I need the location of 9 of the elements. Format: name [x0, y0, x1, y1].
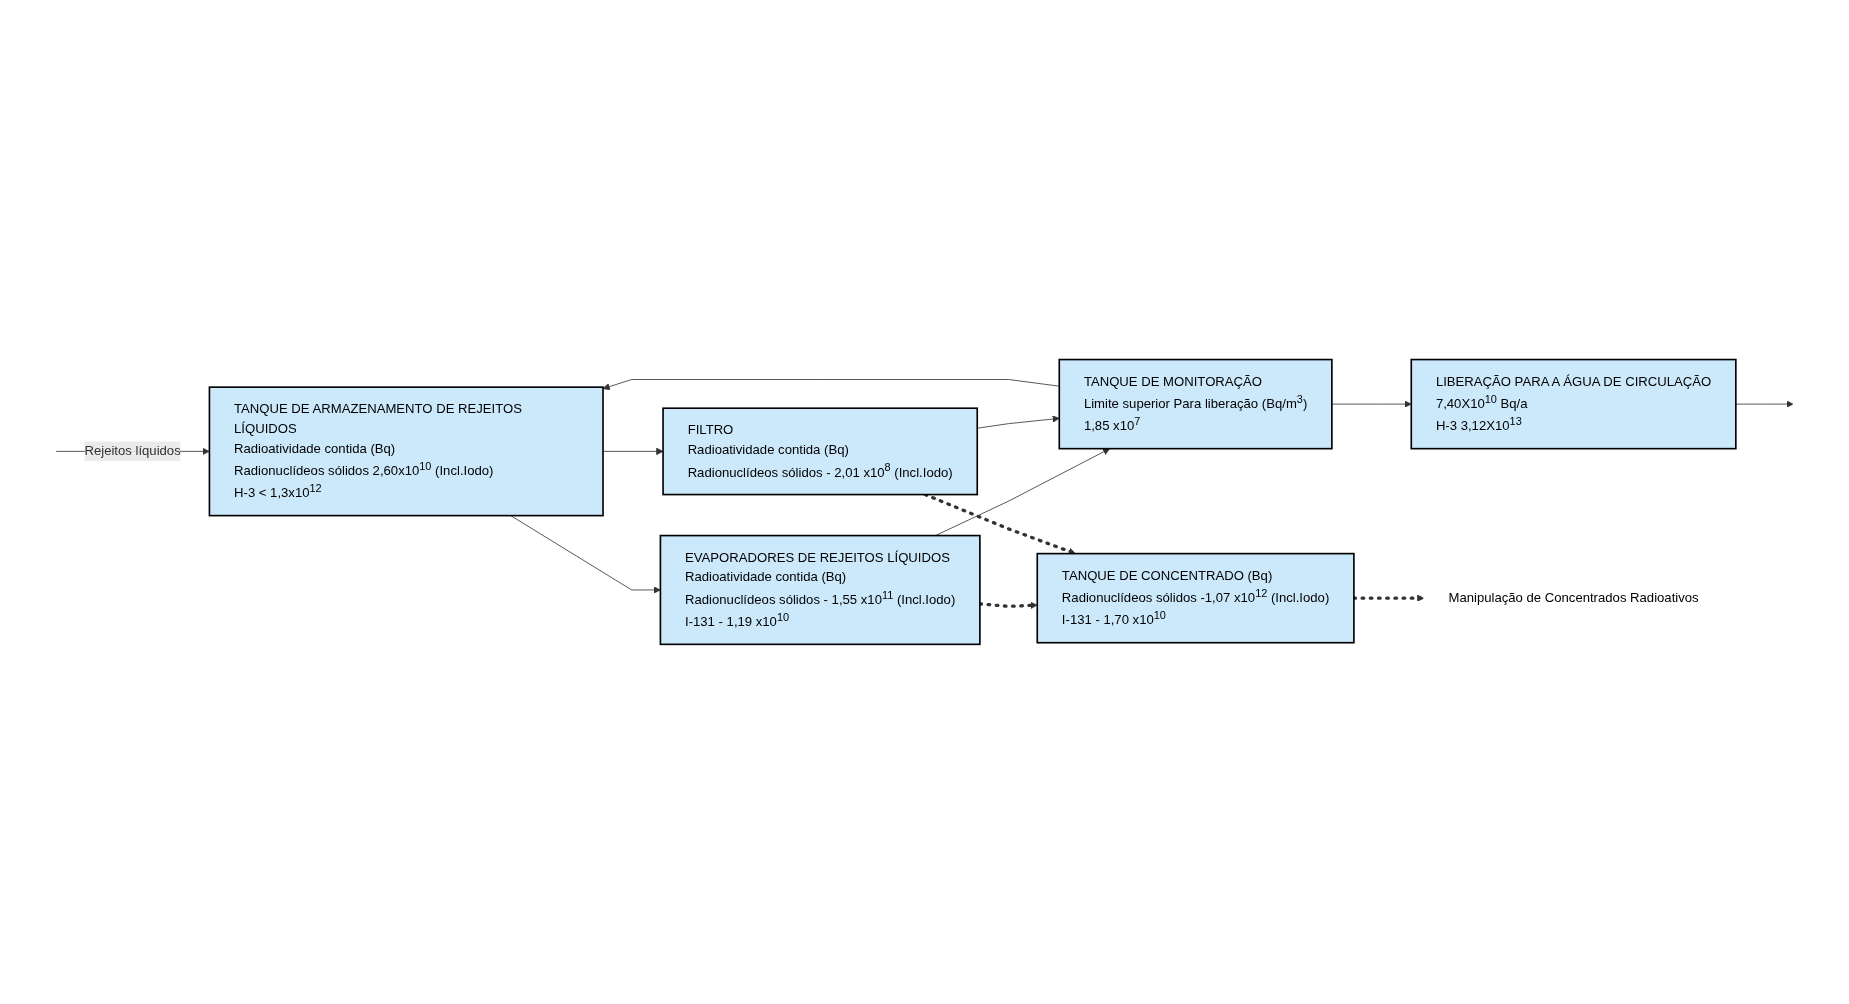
node-box: LIBERAÇÃO PARA A ÁGUA DE CIRCULAÇÃO 7,40X10$^{10}$ Bq/a H-3 3,12X10$^{13}$ [1410, 358, 1737, 450]
node-box: TANQUE DE CONCENTRADO (Bq) Radionuclídeos sólidos -1,07 x10$^{12}$ (Incl.Iodo) I-131 - 1,70 x10$^{10}$ [1036, 552, 1355, 644]
edge-label: Rejeitos líquidos [84, 444, 181, 458]
node-box: TANQUE DE ARMAZENAMENTO DE REJEITOS LÍQUIDOS Radioatividade contida (Bq) Radionuclídeos sólidos 2,60x10$^{10}$ (Incl.Iodo) H-3 < 1,3x10$^{12}$ [208, 386, 604, 517]
node-box: FILTRO Radioatividade contida (Bq) Radionuclídeos sólidos - 2,01 x10$^{8}$ (Incl.Iodo) [662, 407, 979, 496]
node-text: Manipulação de Concentrados Radioativos [1448, 590, 1699, 605]
node-box: TANQUE DE MONITORAÇÃO Limite superior Para liberação (Bq/m$^{3}$) 1,85 x10$^{7}$ [1058, 358, 1333, 450]
node-box: EVAPORADORES DE REJEITOS LÍQUIDOS Radioatividade contida (Bq) Radionuclídeos sólidos - 1,55 x10$^{11}$ (Incl.Iodo) I-131 - 1,19 x10$^{10}$ [659, 534, 981, 646]
arrow [923, 493, 1076, 555]
